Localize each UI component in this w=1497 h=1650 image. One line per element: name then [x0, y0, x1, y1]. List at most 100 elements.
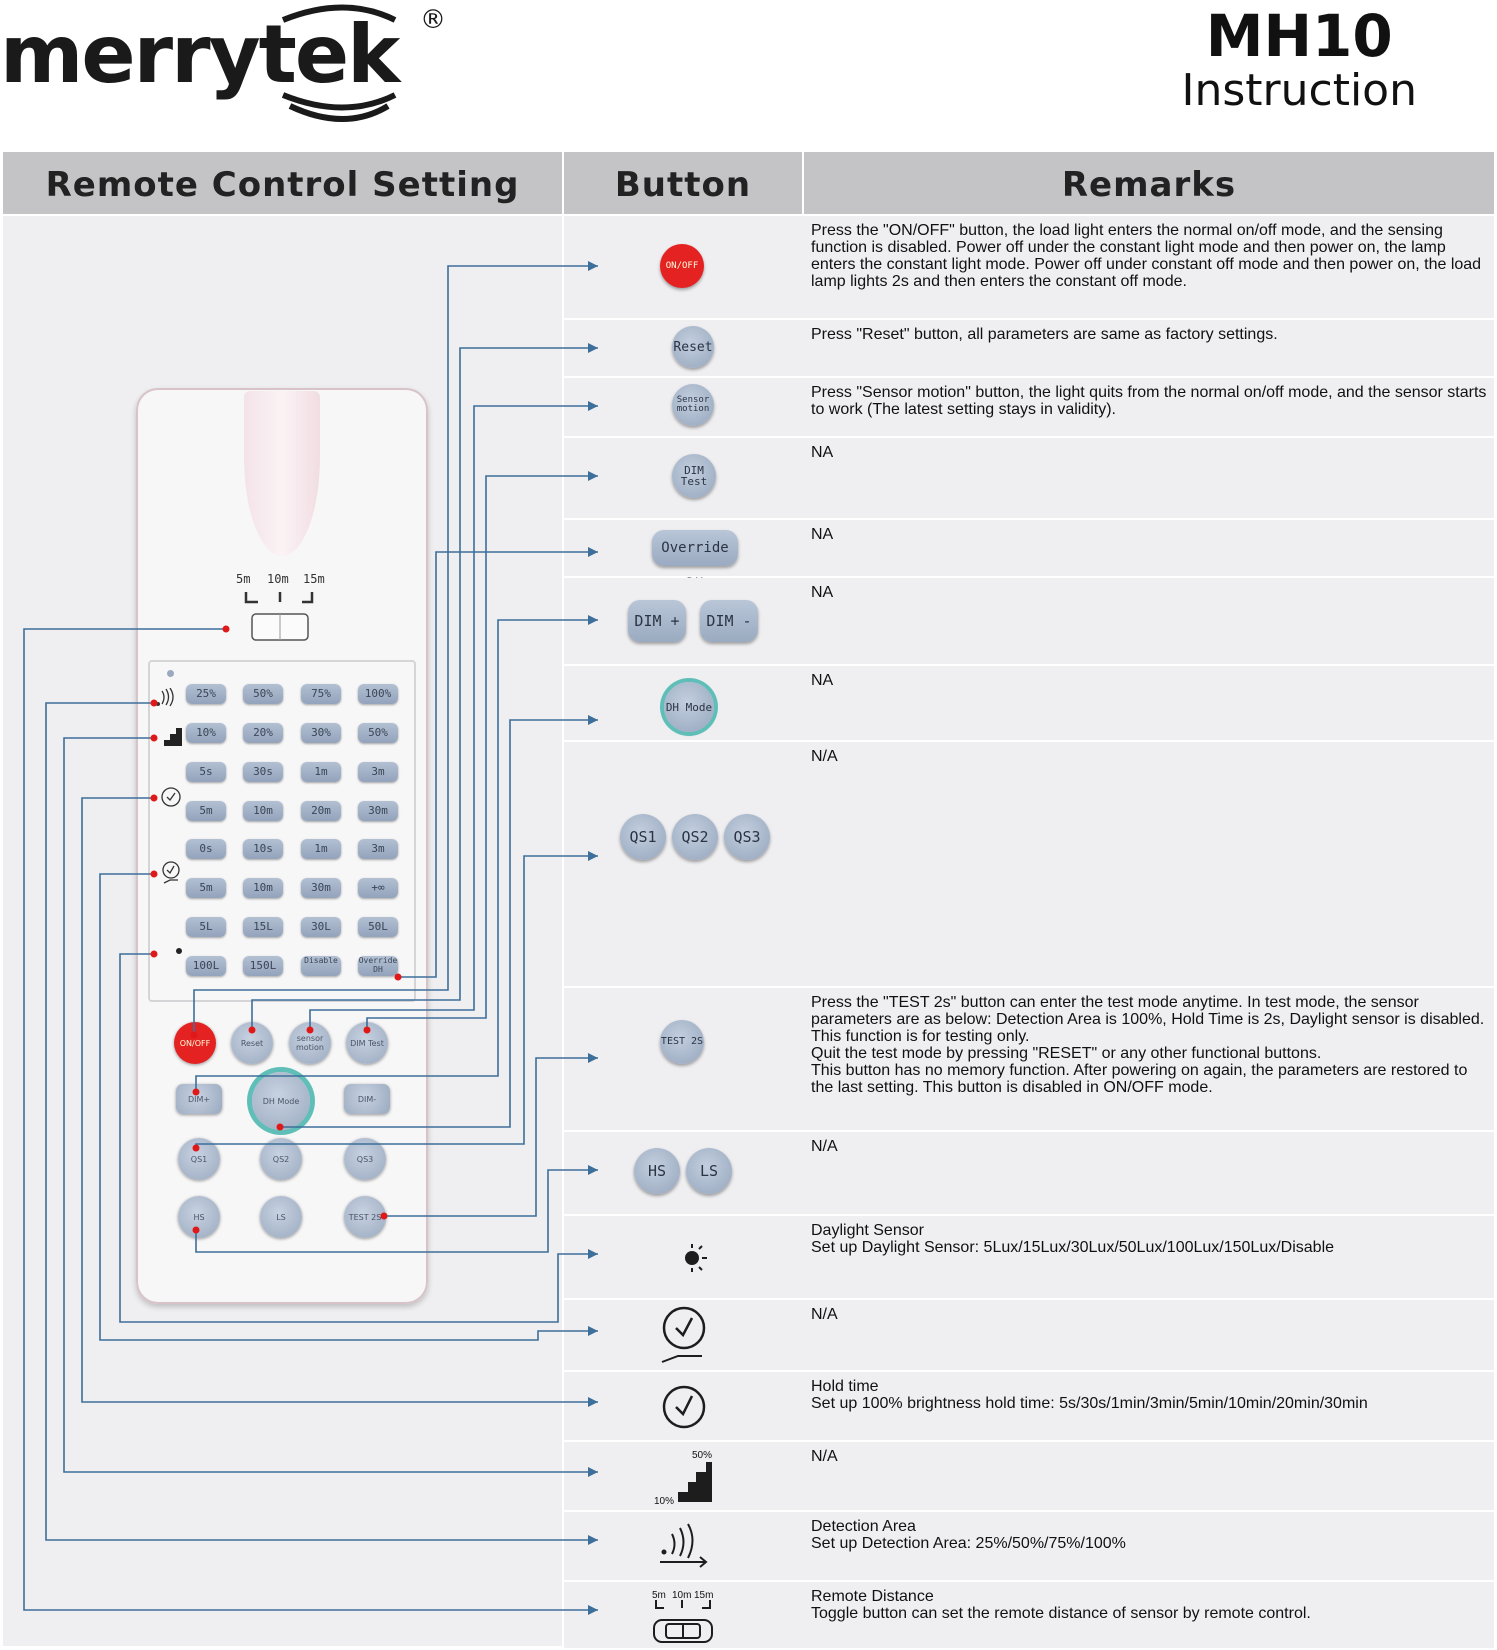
dim-test-button[interactable]: DIM Test	[672, 454, 716, 498]
remote-round-key[interactable]: QS3	[344, 1138, 386, 1180]
remote-key[interactable]: 10%	[186, 723, 226, 743]
remote-indicator-dot	[167, 670, 174, 677]
remote-key[interactable]: 50%	[243, 684, 283, 704]
remote-round-key[interactable]: DH Mode	[252, 1072, 310, 1130]
on-off-button[interactable]: ON/OFF	[660, 244, 704, 288]
remote-key[interactable]: 30L	[301, 917, 341, 937]
standby-dimming-label-50: 50%	[692, 1450, 712, 1461]
remote-key[interactable]: 1m	[301, 839, 341, 859]
remark-text: Daylight Sensor Set up Daylight Sensor: …	[811, 1222, 1335, 1256]
remote-key[interactable]: 150L	[243, 956, 283, 976]
remote-key[interactable]: 15L	[243, 917, 283, 937]
remote-key[interactable]: 100L	[186, 956, 226, 976]
button-cell	[564, 1512, 802, 1580]
remote-standby-dimming-icon	[164, 728, 182, 746]
remote-key[interactable]: 30m	[301, 878, 341, 898]
remote-key[interactable]: 50%	[358, 723, 398, 743]
remote-key[interactable]: 20m	[301, 801, 341, 821]
qs1-button[interactable]: QS1	[620, 814, 666, 860]
remark-cell: N/A	[805, 1442, 1494, 1510]
remark-cell: Remote Distance Toggle button can set th…	[805, 1582, 1494, 1648]
registered-mark: ®	[420, 5, 446, 35]
remote-key[interactable]: 0s	[186, 839, 226, 859]
remark-text: NA	[811, 526, 834, 543]
remark-cell: Hold time Set up 100% brightness hold ti…	[805, 1372, 1494, 1440]
button-cell: ON/OFF	[564, 216, 802, 318]
remote-key[interactable]: 1m	[301, 762, 341, 782]
remark-text: Press the "TEST 2s" button can enter the…	[811, 994, 1485, 1096]
remote-round-key[interactable]: QS2	[260, 1138, 302, 1180]
remark-text: Remote Distance Toggle button can set th…	[811, 1588, 1311, 1622]
remote-key[interactable]: 5L	[186, 917, 226, 937]
table-row: 50% 10% N/A	[564, 1442, 1494, 1510]
remote-key[interactable]: 5m	[186, 801, 226, 821]
header-remote-control-setting: Remote Control Setting	[45, 165, 520, 205]
remark-cell: Detection Area Set up Detection Area: 25…	[805, 1512, 1494, 1580]
ls-button[interactable]: LS	[686, 1148, 732, 1194]
remark-cell: Daylight Sensor Set up Daylight Sensor: …	[805, 1216, 1494, 1298]
remote-key[interactable]: 3m	[358, 839, 398, 859]
remote-key[interactable]: 5m	[186, 878, 226, 898]
header-button: Button	[614, 165, 752, 205]
qs2-button[interactable]: QS2	[672, 814, 718, 860]
table-row: N/A	[564, 1300, 1494, 1370]
remote-key[interactable]: 50L	[358, 917, 398, 937]
remote-round-key[interactable]: TEST 2S	[344, 1196, 386, 1238]
distance-label-10m: 10m	[672, 1590, 691, 1601]
remote-key[interactable]: 10s	[243, 839, 283, 859]
table-row: DIM + DIM - NA	[564, 578, 1494, 664]
remote-key[interactable]: 30%	[301, 723, 341, 743]
model-name: MH10	[1205, 2, 1393, 70]
remote-round-key[interactable]: DIM-	[344, 1084, 390, 1114]
remote-key[interactable]: Override DH	[358, 956, 398, 976]
test-2s-button[interactable]: TEST 2S	[660, 1020, 704, 1064]
remote-round-key[interactable]: LS	[260, 1196, 302, 1238]
remote-key[interactable]: 10m	[243, 878, 283, 898]
remote-key[interactable]: 30m	[358, 801, 398, 821]
sensor-motion-button[interactable]: Sensor motion	[672, 384, 714, 426]
remark-cell: NA	[805, 578, 1494, 664]
remote-key[interactable]: 3m	[358, 762, 398, 782]
standby-dimming-label-10: 10%	[654, 1496, 674, 1507]
remote-round-key[interactable]: QS1	[178, 1138, 220, 1180]
remote-distance-toggle[interactable]	[240, 590, 320, 644]
remote-key[interactable]: Disable	[301, 956, 341, 976]
remote-key[interactable]: 25%	[186, 684, 226, 704]
dh-mode-button[interactable]: DH Mode	[664, 682, 714, 732]
remark-text: N/A	[811, 748, 838, 765]
remote-key[interactable]: 10m	[243, 801, 283, 821]
remote-standby-time-icon	[162, 861, 180, 884]
remark-cell: N/A	[805, 1300, 1494, 1370]
remark-text: N/A	[811, 1138, 838, 1155]
remark-text: Hold time Set up 100% brightness hold ti…	[811, 1378, 1368, 1412]
remote-round-key[interactable]: ON/OFF	[174, 1022, 216, 1064]
button-cell: DIM + DIM -	[564, 578, 802, 664]
remote-key[interactable]: 20%	[243, 723, 283, 743]
remote-distance-label-10m: 10m	[267, 572, 289, 586]
qs3-button[interactable]: QS3	[724, 814, 770, 860]
hs-button[interactable]: HS	[634, 1148, 680, 1194]
remote-key[interactable]: 5s	[186, 762, 226, 782]
remote-distance-label-5m: 5m	[236, 572, 251, 586]
reset-button[interactable]: Reset	[672, 326, 714, 368]
remote-key[interactable]: +∞	[358, 878, 398, 898]
table-row: Hold time Set up 100% brightness hold ti…	[564, 1372, 1494, 1440]
dim-plus-button[interactable]: DIM +	[628, 600, 686, 642]
header-remarks: Remarks	[1061, 165, 1237, 205]
remote-key[interactable]: 100%	[358, 684, 398, 704]
distance-label-15m: 15m	[694, 1590, 713, 1601]
remote-key[interactable]: 30s	[243, 762, 283, 782]
remote-round-key[interactable]: DIM+	[176, 1084, 222, 1114]
button-cell	[564, 1300, 802, 1370]
remark-cell: Press the "ON/OFF" button, the load ligh…	[805, 216, 1494, 318]
dim-minus-button[interactable]: DIM -	[700, 600, 758, 642]
remote-key[interactable]: 75%	[301, 684, 341, 704]
button-cell: DH Mode	[564, 666, 802, 740]
button-cell: 50% 10%	[564, 1442, 802, 1510]
